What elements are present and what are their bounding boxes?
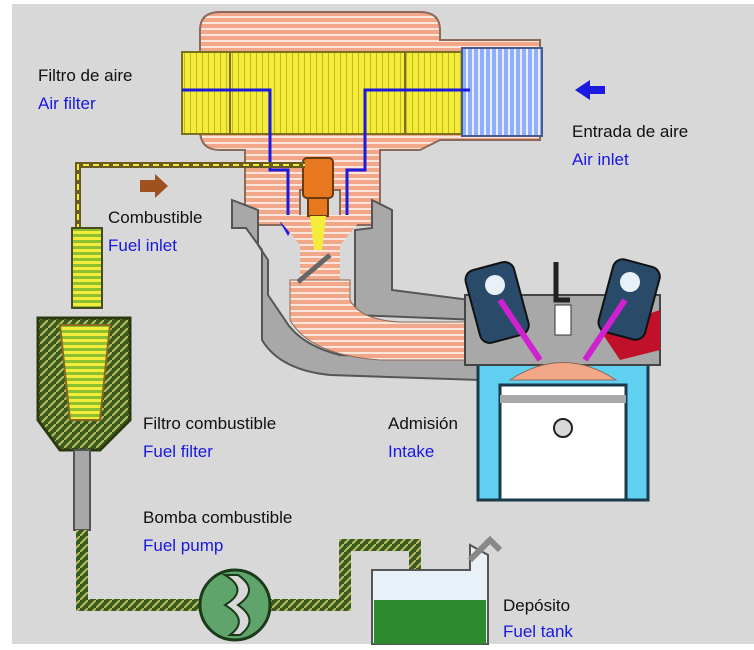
fuel-filter-element [58,324,112,421]
fuel-tank-label-es: Depósito [503,596,571,615]
fuel-inlet-label-es: Combustible [108,208,203,227]
air-filter-element [181,51,471,135]
air-inlet-label-es: Entrada de aire [572,122,689,141]
fuel-pump-label-es: Bomba combustible [143,508,293,527]
throttle-plate [296,253,332,284]
fuel-spray [310,216,326,250]
air-filter-label-es: Filtro de aire [38,66,133,85]
spark-plug [553,262,570,303]
air-inlet-duct [461,47,543,137]
air-inlet-arrow [575,80,605,100]
piston-pin [553,418,573,438]
air-inlet-label-en: Air inlet [572,150,629,169]
fuel-injector [302,157,334,199]
intake-label-es: Admisión [388,414,458,433]
fuel-tank-label-en: Fuel tank [503,622,573,641]
piston [498,383,628,502]
fuel-inlet-arrow [140,174,168,198]
intake-label-en: Intake [388,442,435,461]
fuel-pump-label-en: Fuel pump [143,536,224,555]
fuel-hose [76,530,200,611]
fuel-filter-label-es: Filtro combustible [143,414,277,433]
venturi [275,215,365,290]
air-flow-line-left [182,88,290,230]
air-filter-label-en: Air filter [38,94,96,113]
exhaust-valve [582,298,628,362]
air-flow-line-right [345,88,470,230]
intake-valve [497,298,543,362]
fuel-inlet-label-en: Fuel inlet [108,236,177,255]
fuel-filter-label-en: Fuel filter [143,442,213,461]
combustion-chamber [508,362,618,381]
